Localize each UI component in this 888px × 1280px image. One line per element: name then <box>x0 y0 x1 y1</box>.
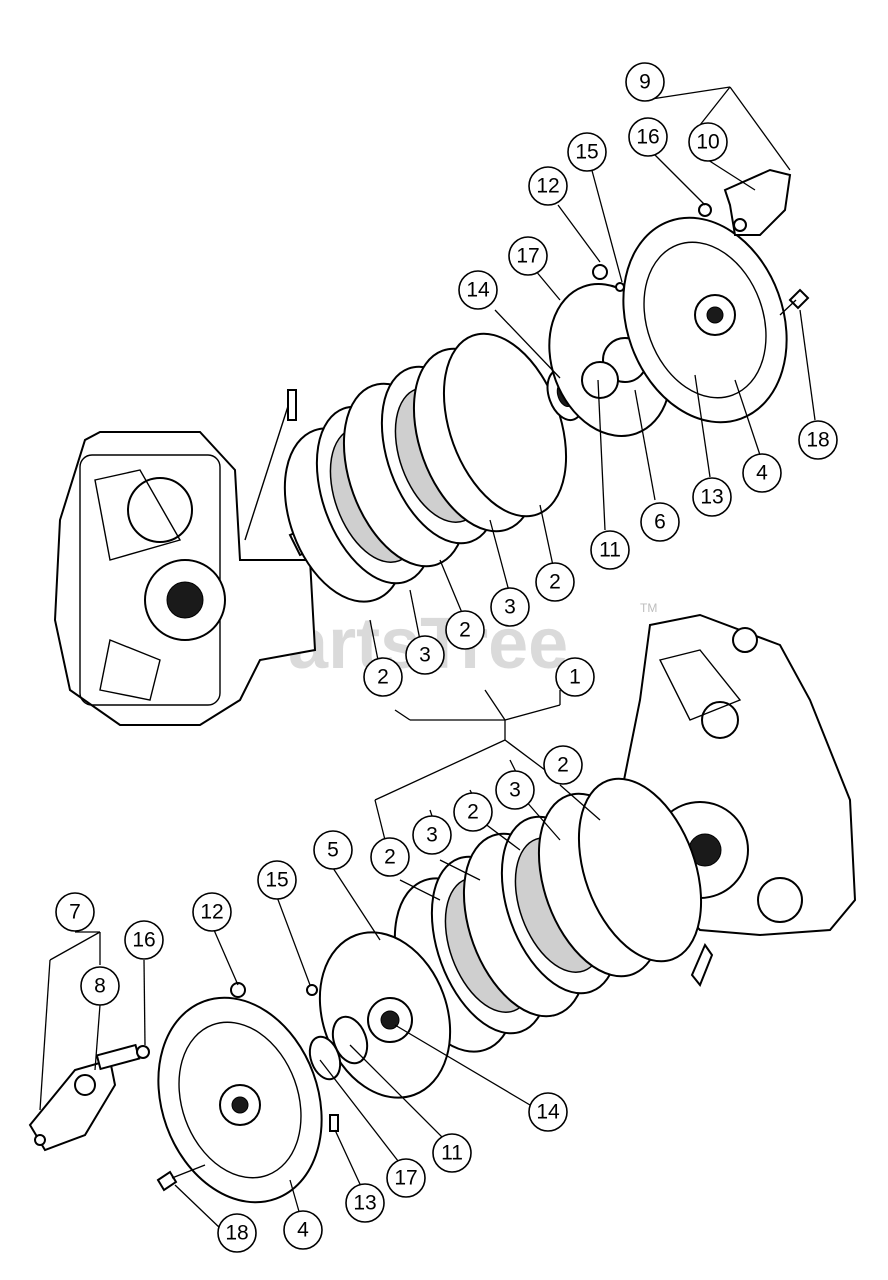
callout-14-lower: 14 <box>528 1092 568 1132</box>
svg-text:16: 16 <box>636 126 659 149</box>
callout-16-upper: 16 <box>628 117 668 157</box>
svg-text:17: 17 <box>394 1167 417 1190</box>
callout-15-upper: 15 <box>567 132 607 172</box>
svg-text:15: 15 <box>265 869 288 892</box>
svg-text:3: 3 <box>419 644 431 667</box>
svg-text:1: 1 <box>569 666 581 689</box>
callout-8: 8 <box>80 966 120 1006</box>
watermark-trademark: TM <box>640 601 657 615</box>
svg-text:4: 4 <box>297 1219 309 1242</box>
svg-text:17: 17 <box>516 245 539 268</box>
svg-text:2: 2 <box>384 846 396 869</box>
callout-13-lower: 13 <box>345 1183 385 1223</box>
callout-14-upper: 14 <box>458 270 498 310</box>
callout-17-upper: 17 <box>508 236 548 276</box>
svg-text:18: 18 <box>806 429 829 452</box>
svg-text:2: 2 <box>459 619 471 642</box>
svg-text:8: 8 <box>94 975 106 998</box>
callout-7: 7 <box>55 892 95 932</box>
svg-text:3: 3 <box>504 596 516 619</box>
svg-text:9: 9 <box>639 71 651 94</box>
svg-text:4: 4 <box>756 462 768 485</box>
callout-6: 6 <box>640 502 680 542</box>
svg-text:3: 3 <box>509 779 521 802</box>
callout-2-f: 2 <box>370 837 410 877</box>
callout-4-upper: 4 <box>742 453 782 493</box>
svg-text:6: 6 <box>654 511 666 534</box>
svg-text:15: 15 <box>575 141 598 164</box>
upper-seal-and-cover <box>546 203 788 437</box>
callout-3-c: 3 <box>495 770 535 810</box>
svg-text:13: 13 <box>700 486 723 509</box>
callout-13-upper: 13 <box>692 477 732 517</box>
callout-10: 10 <box>688 122 728 162</box>
svg-text:2: 2 <box>377 666 389 689</box>
callout-12-upper: 12 <box>528 166 568 206</box>
svg-text:16: 16 <box>132 929 155 952</box>
callout-18-upper: 18 <box>798 420 838 460</box>
callout-1: 1 <box>555 657 595 697</box>
callout-18-lower: 18 <box>217 1213 257 1253</box>
callout-11-lower: 11 <box>432 1133 472 1173</box>
callout-5: 5 <box>313 830 353 870</box>
svg-text:2: 2 <box>557 754 569 777</box>
callout-3-b: 3 <box>405 635 445 675</box>
callout-11-upper: 11 <box>590 530 630 570</box>
svg-text:7: 7 <box>69 901 81 924</box>
callout-3-a: 3 <box>490 587 530 627</box>
callout-2-c: 2 <box>363 657 403 697</box>
upper-shift-arm <box>723 168 810 316</box>
callout-15-lower: 15 <box>257 860 297 900</box>
svg-text:2: 2 <box>467 801 479 824</box>
svg-text:14: 14 <box>536 1101 560 1124</box>
callout-12-lower: 12 <box>192 892 232 932</box>
svg-text:2: 2 <box>549 571 561 594</box>
svg-text:5: 5 <box>327 839 339 862</box>
upper-left-transmission-case <box>53 389 317 726</box>
callout-4-lower: 4 <box>283 1210 323 1250</box>
svg-text:13: 13 <box>353 1192 376 1215</box>
lower-clutch-plates <box>393 777 703 1053</box>
svg-text:12: 12 <box>200 901 223 924</box>
svg-text:3: 3 <box>426 824 438 847</box>
callout-17-lower: 17 <box>386 1158 426 1198</box>
callout-2-d: 2 <box>543 745 583 785</box>
svg-text:18: 18 <box>225 1222 248 1245</box>
callout-3-d: 3 <box>412 815 452 855</box>
callout-2-e: 2 <box>453 792 493 832</box>
svg-text:10: 10 <box>696 131 719 154</box>
svg-text:12: 12 <box>536 175 559 198</box>
lower-seal-and-cover <box>157 931 452 1204</box>
upper-clutch-plates <box>283 332 568 603</box>
svg-text:11: 11 <box>441 1142 463 1165</box>
callout-16-lower: 16 <box>124 920 164 960</box>
svg-text:14: 14 <box>466 279 490 302</box>
callout-2-a: 2 <box>535 562 575 602</box>
lower-shift-arm <box>28 1043 206 1192</box>
svg-text:11: 11 <box>599 539 621 562</box>
callout-9: 9 <box>625 62 665 102</box>
callout-2-b: 2 <box>445 610 485 650</box>
